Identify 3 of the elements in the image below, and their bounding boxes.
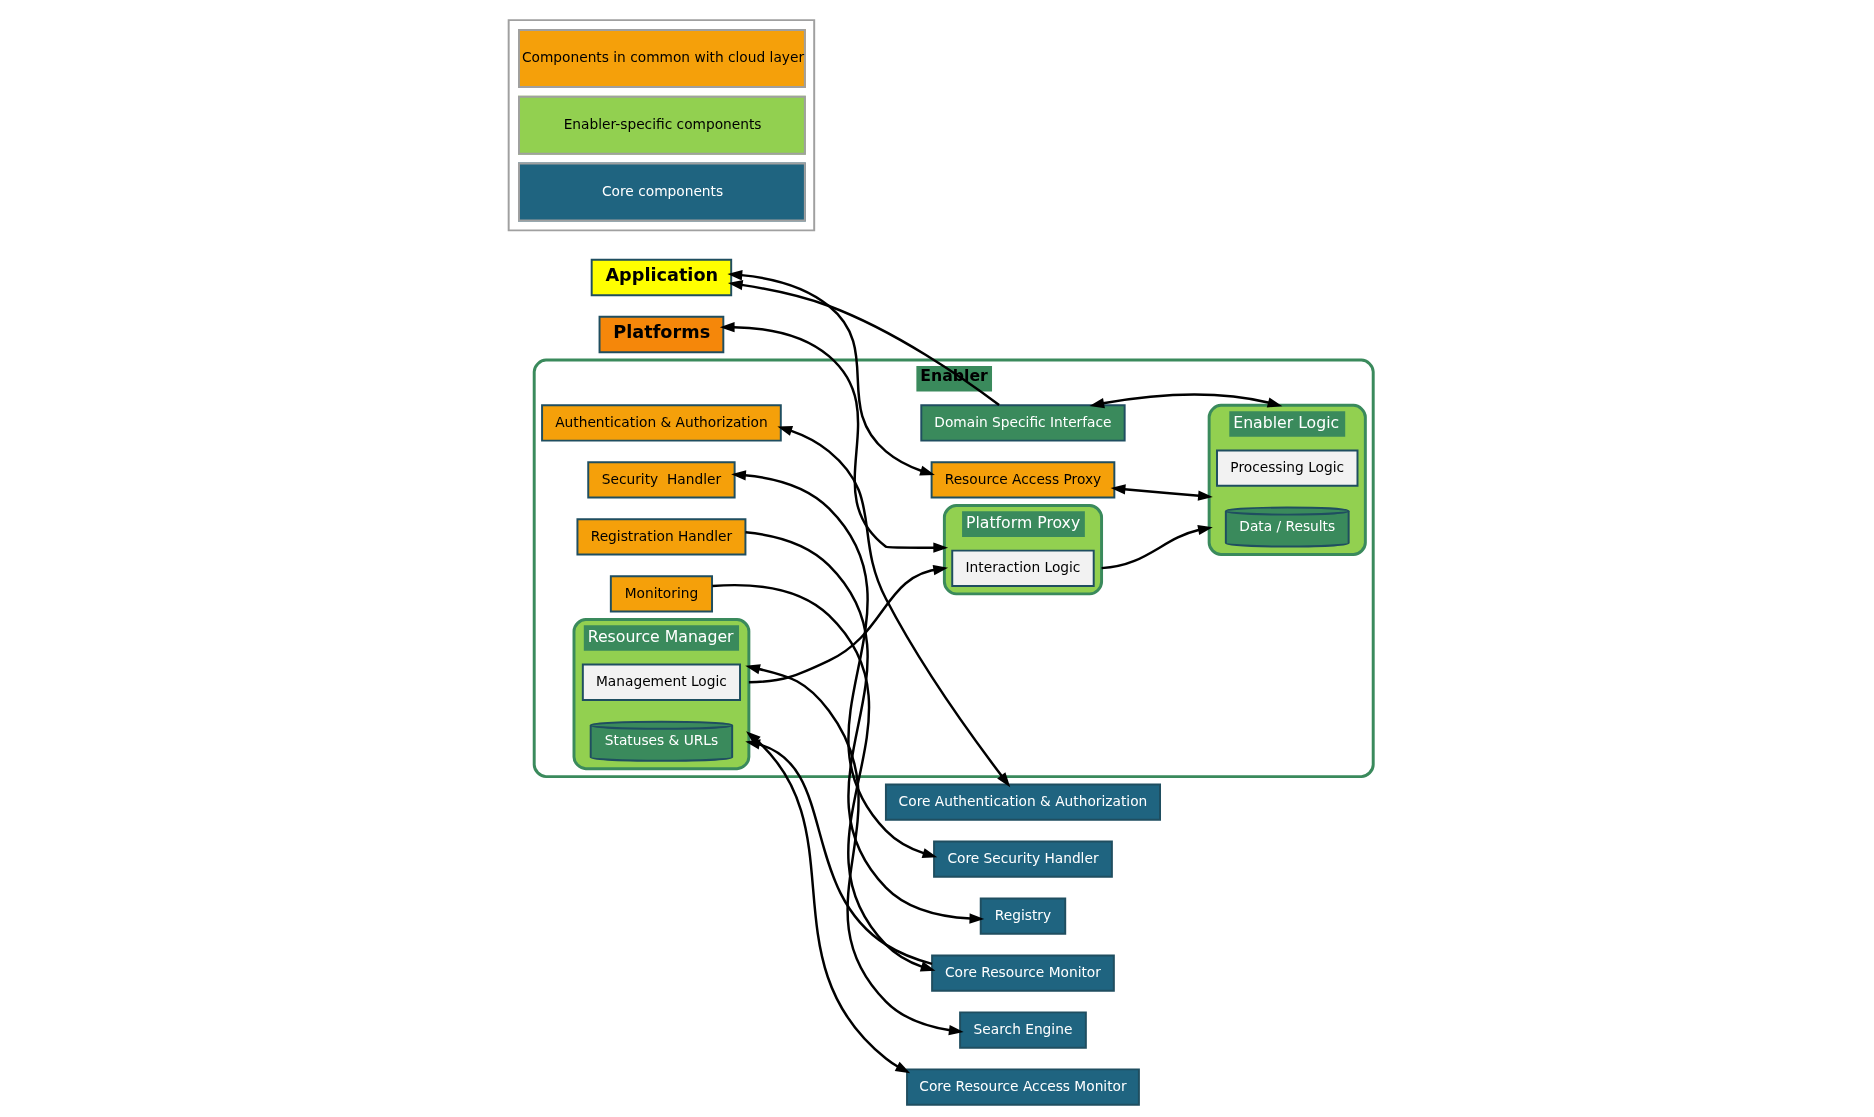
legend-label: Components in common with cloud layer	[521, 49, 804, 66]
legend-label: Enabler-specific components	[563, 115, 762, 132]
legend-label: Core components	[601, 182, 723, 199]
